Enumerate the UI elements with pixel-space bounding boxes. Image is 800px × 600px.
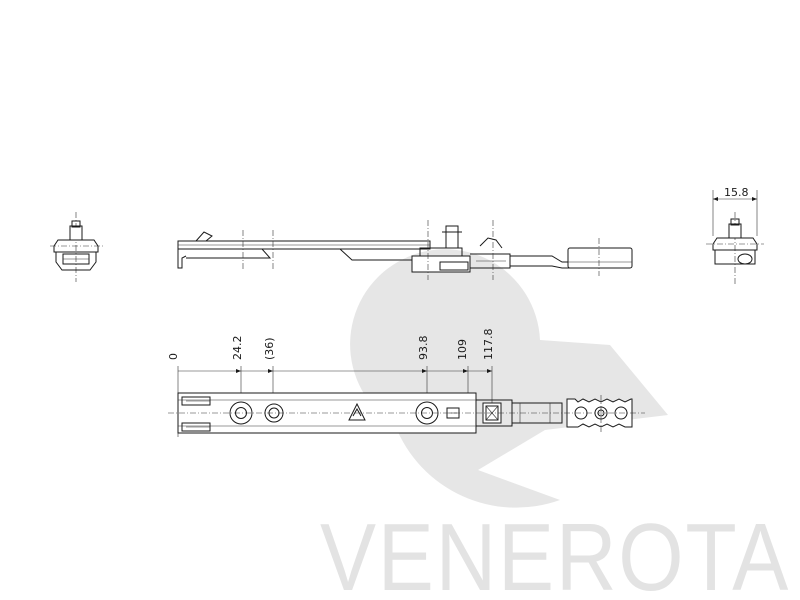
dim-label-93-8: 93.8 — [417, 336, 430, 361]
watermark: VENEROTA — [320, 249, 790, 600]
watermark-brand-text: VENEROTA — [320, 504, 790, 600]
width-dimension-label: 15.8 — [724, 186, 749, 199]
dim-label-117-8: 117.8 — [482, 329, 495, 361]
plan-view: 0 24.2 (36) 93.8 109 117.8 — [167, 329, 645, 437]
dim-label-109: 109 — [456, 339, 469, 360]
left-end-view — [50, 212, 104, 282]
right-end-view: 15.8 — [706, 186, 764, 285]
logo-mark-icon — [348, 402, 366, 421]
watermark-logo-shape — [350, 249, 668, 508]
dim-label-0: 0 — [167, 353, 180, 360]
side-view — [177, 220, 633, 280]
dim-label-24-2: 24.2 — [231, 336, 244, 361]
dim-label-36: (36) — [263, 337, 276, 360]
